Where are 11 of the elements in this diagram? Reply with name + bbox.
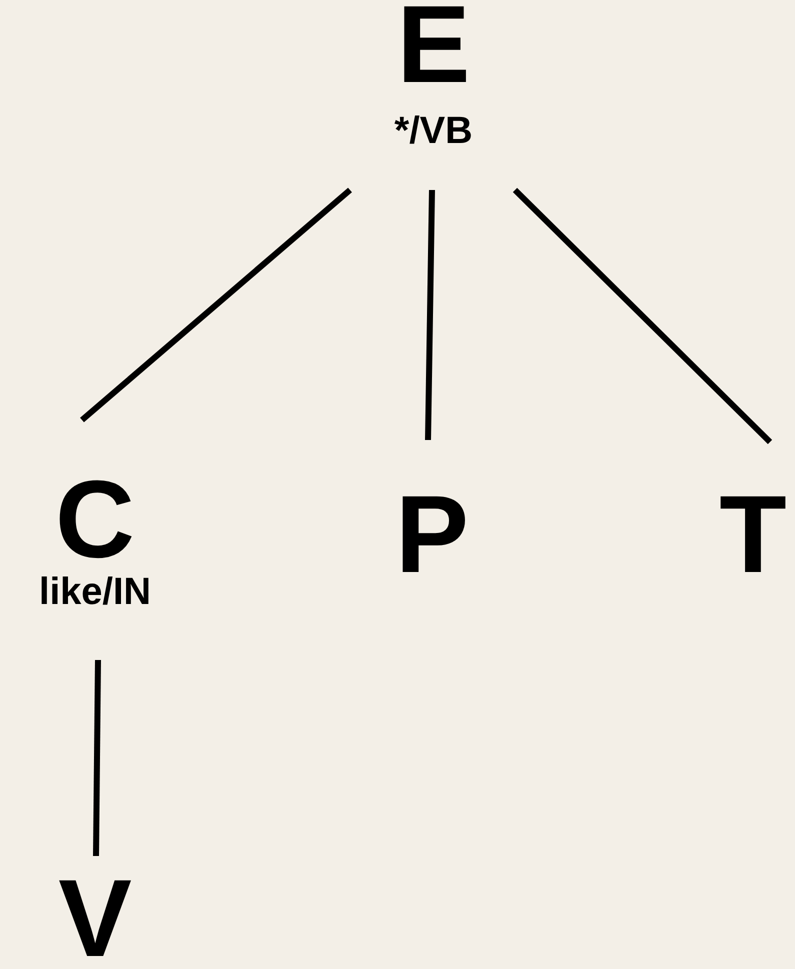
- node-label: T: [719, 480, 787, 590]
- tag-label: like/IN: [39, 573, 151, 611]
- tag-label: */VB: [394, 112, 473, 150]
- node-label: V: [58, 864, 132, 969]
- tree-branch-line: [93, 660, 101, 856]
- tree-branch-line: [80, 188, 352, 422]
- node-label: C: [55, 465, 135, 575]
- node-label: E: [396, 0, 470, 100]
- node-label: P: [395, 480, 469, 590]
- tree-branch-line: [512, 188, 772, 444]
- tree-branch-line: [425, 190, 435, 440]
